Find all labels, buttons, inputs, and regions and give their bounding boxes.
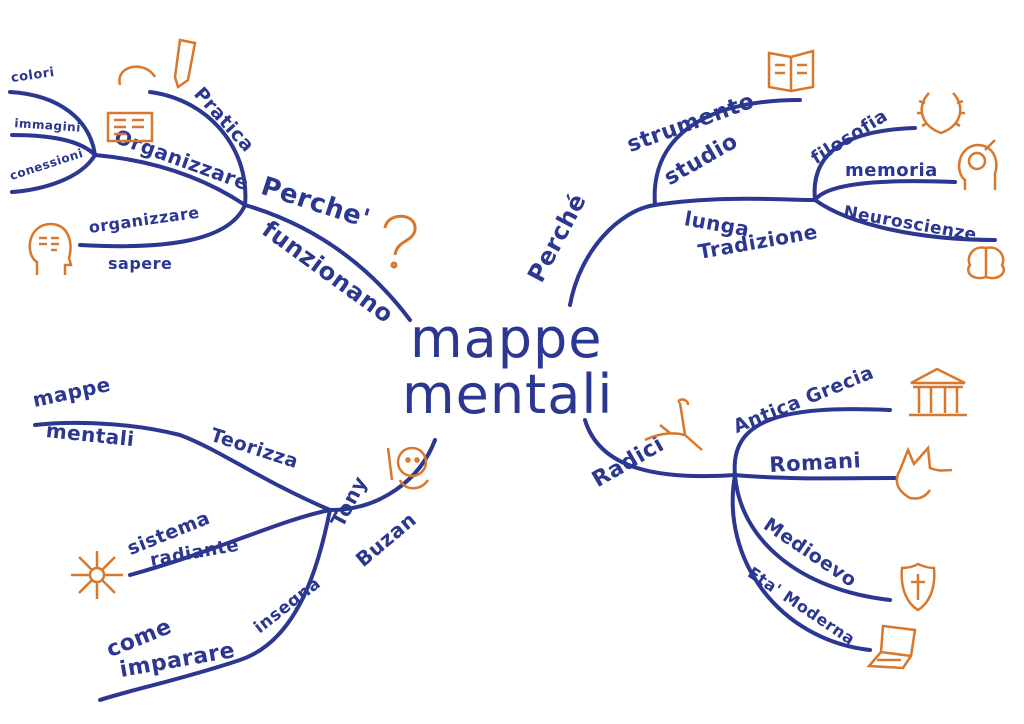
brain-icon (967, 246, 1005, 280)
branch-antica-grecia (732, 407, 892, 477)
branch-sistema (128, 508, 332, 577)
label-romani: Romani (768, 448, 862, 477)
branch-tony-buzan (328, 438, 437, 512)
branch-insegna (98, 508, 332, 702)
branch-pratica (148, 90, 248, 207)
branch-conessioni (10, 153, 97, 194)
center-title-line2: mentali (402, 363, 614, 426)
branch-memoria (813, 179, 957, 202)
branch-organizzare-sapere (78, 203, 247, 249)
label-organizzare-sapere-2: sapere (108, 254, 173, 273)
branch-organizzare (93, 153, 247, 207)
brain-head-icon (957, 139, 998, 190)
branch-romani (733, 473, 897, 481)
branch-moderna (730, 473, 872, 652)
branch-perche-funzionano (243, 203, 412, 322)
branch-immagini (10, 133, 97, 157)
greek-temple-icon (909, 367, 967, 417)
radiant-system-icon (71, 551, 123, 599)
center-title-line1: mappe (410, 307, 603, 370)
laptop-icon (866, 624, 917, 670)
branch-medioevo (733, 473, 892, 602)
head-thoughts-icon (28, 222, 73, 275)
roots-tree-icon (644, 398, 703, 451)
branch-colori (8, 90, 97, 157)
branch-radici (583, 418, 737, 479)
she-wolf-icon (895, 445, 953, 500)
branch-perche (568, 203, 657, 307)
laurel-wreath-icon (917, 92, 965, 135)
pencil-hand-icon (118, 38, 197, 90)
book-icon (767, 49, 815, 93)
shield-cross-icon (900, 562, 936, 612)
branch-strumento (652, 98, 802, 207)
question-mark-icon (383, 214, 417, 269)
branch-neuroscienze (813, 198, 997, 242)
branch-tradizione (653, 196, 817, 207)
tony-buzan-portrait-icon (386, 446, 430, 490)
branch-filosofia (812, 126, 917, 202)
label-memoria: memoria (845, 160, 938, 181)
branch-teorizza (33, 420, 332, 512)
notebook-icon (106, 111, 154, 143)
